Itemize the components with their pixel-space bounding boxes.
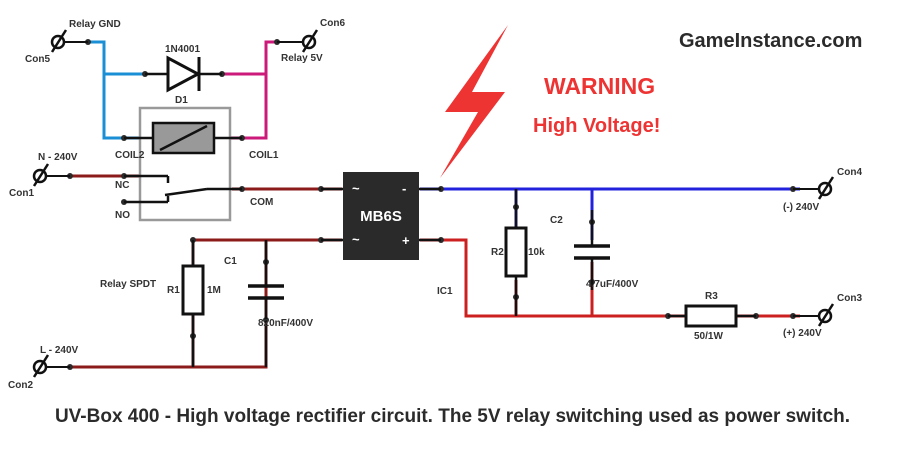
label-r2-value: 10k (528, 247, 545, 258)
resistor-r2[interactable] (504, 189, 528, 316)
label-con6: Con6 (320, 18, 345, 29)
ic1-pin-neg: - (402, 181, 406, 196)
label-r3-value: 50/1W (694, 331, 723, 342)
capacitor-c2[interactable] (574, 210, 610, 290)
label-ic1: IC1 (437, 286, 453, 297)
connector-con4[interactable] (793, 176, 835, 200)
capacitor-c1[interactable] (248, 240, 284, 367)
label-plus-240v: (+) 240V (783, 328, 822, 339)
label-coil2: COIL2 (115, 150, 145, 161)
label-c2-ref: C2 (550, 215, 563, 226)
brand-name: GameInstance.com (679, 30, 862, 52)
label-d1-part: 1N4001 (165, 44, 200, 55)
connector-con5[interactable] (50, 29, 88, 53)
resistor-r3[interactable] (668, 304, 756, 328)
warning-subtitle: High Voltage! (533, 115, 660, 137)
ic1-pin-pos: + (402, 233, 410, 248)
label-nc: NC (115, 180, 129, 191)
label-c1-value: 820nF/400V (258, 318, 313, 329)
label-relay-gnd: Relay GND (69, 19, 121, 30)
connector-con3[interactable] (793, 303, 835, 327)
label-minus-240v: (-) 240V (783, 202, 819, 213)
wire-positive-rail (420, 238, 800, 318)
ic1-part: MB6S (360, 208, 402, 225)
connector-con2[interactable] (32, 354, 70, 378)
label-con2: Con2 (8, 380, 33, 391)
label-r1-ref: R1 (167, 285, 180, 296)
label-no: NO (115, 210, 130, 221)
label-c1-ref: C1 (224, 256, 237, 267)
relay-spdt[interactable] (124, 106, 242, 222)
wire-relay-gnd (90, 40, 145, 140)
label-con4: Con4 (837, 167, 862, 178)
ic1-pin-ac1: ~ (352, 181, 360, 196)
diode-d1[interactable] (145, 55, 222, 93)
label-r3-ref: R3 (705, 291, 718, 302)
label-relay-spdt: Relay SPDT (100, 279, 156, 290)
lightning-bolt-icon (440, 25, 508, 178)
label-l-240v: L - 240V (40, 345, 78, 356)
warning-title: WARNING (544, 73, 655, 99)
bridge-rectifier-ic1[interactable]: ~ ~ - + MB6S (321, 172, 441, 260)
label-coil1: COIL1 (249, 150, 279, 161)
label-com: COM (250, 197, 273, 208)
figure-caption: UV-Box 400 - High voltage rectifier circ… (54, 406, 851, 427)
ic1-pin-ac2: ~ (352, 232, 360, 247)
connector-con6[interactable] (277, 29, 319, 53)
resistor-r1[interactable] (181, 240, 205, 367)
label-c2-value: 4.7uF/400V (586, 279, 639, 290)
label-relay-5v: Relay 5V (281, 53, 323, 64)
wire-negative-rail (420, 187, 800, 240)
label-con5: Con5 (25, 54, 50, 65)
label-con3: Con3 (837, 293, 862, 304)
connector-con1[interactable] (32, 163, 70, 187)
wire-l-240v (70, 238, 342, 369)
label-r1-value: 1M (207, 285, 221, 296)
label-d1-ref: D1 (175, 95, 188, 106)
label-r2-ref: R2 (491, 247, 504, 258)
label-con1: Con1 (9, 188, 34, 199)
label-n-240v: N - 240V (38, 152, 78, 163)
